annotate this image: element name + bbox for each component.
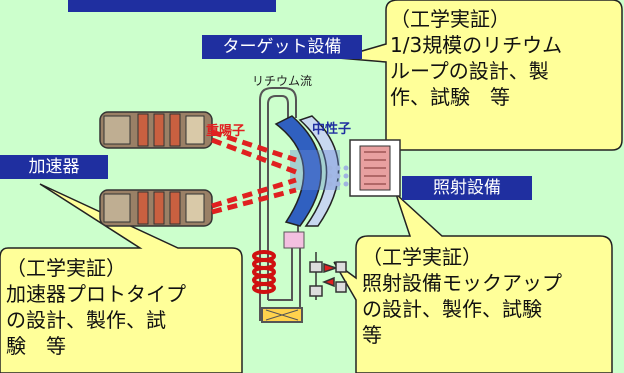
accelerator-callout-bubble (0, 183, 243, 373)
accelerator-lower (99, 189, 213, 227)
lithium-flow-label: リチウム流 (252, 74, 313, 88)
irradiation-facility-label: 照射設備 (402, 176, 532, 200)
loop-coil (252, 250, 276, 294)
top-label-box (68, 0, 276, 12)
deuteron-beams (211, 129, 297, 215)
accelerator-upper (99, 111, 213, 149)
loop-valves (309, 252, 347, 300)
tank (283, 231, 305, 249)
accelerator-callout-text: （工学実証） 加速器プロトタイプ の設計、製作、試 験 等 (6, 256, 186, 358)
irradiation-module (349, 139, 401, 197)
irradiation-callout-bubble (333, 191, 613, 373)
target-callout-text: （工学実証） 1/3規模のリチウム ループの設計、製 作、試験 等 (390, 7, 563, 109)
accelerator-label: 加速器 (0, 155, 108, 179)
target-assembly (274, 115, 340, 227)
neutron-label: 中性子 (312, 122, 352, 137)
target-facility-label: ターゲット設備 (202, 35, 362, 59)
neutron-flux (327, 165, 349, 187)
irradiation-callout-text: （工学実証） 照射設備モックアップ の設計、製作、試験 等 (362, 245, 562, 347)
deuteron-label: 重陽子 (206, 124, 246, 139)
